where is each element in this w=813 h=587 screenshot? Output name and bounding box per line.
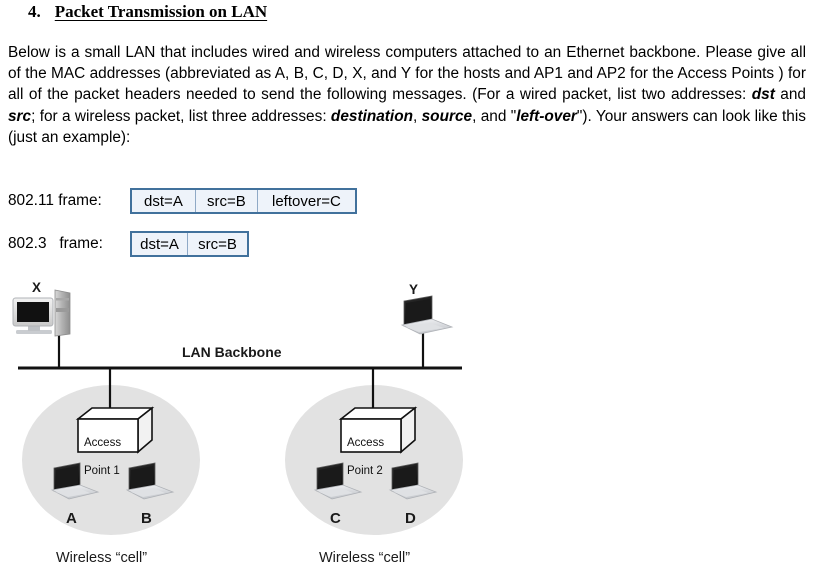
example-frame-8023: 802.3 frame: dst=A src=B: [8, 231, 249, 257]
access-point-2-line-1: Access: [347, 437, 385, 449]
host-x-desktop-icon: [12, 289, 71, 337]
intro-text-part-4: ,: [413, 107, 422, 125]
access-point-1-line-1: Access: [84, 437, 122, 449]
frame-80211-label: 802.11 frame:: [8, 192, 102, 209]
access-point-2-line-2: Point 2: [347, 465, 383, 477]
host-y-laptop-icon: [400, 295, 454, 335]
access-point-2-label: Access Point 2: [347, 422, 384, 492]
wireless-cell-2-caption: Wireless “cell”: [319, 550, 411, 566]
intro-bold-source: source: [421, 107, 473, 125]
intro-text-part-3: ; for a wireless packet, list three addr…: [31, 107, 331, 125]
network-diagram: X Y LAN Backbone Access Point 1 Access P…: [0, 272, 813, 587]
page-heading: 4. Packet Transmission on LAN: [28, 2, 267, 22]
page-title: Packet Transmission on LAN: [54, 2, 268, 21]
frame-80211-field-src: src=B: [196, 190, 258, 212]
station-c-label: C: [330, 510, 341, 527]
frame-8023-field-dst: dst=A: [132, 233, 189, 255]
intro-paragraph: Below is a small LAN that includes wired…: [8, 42, 806, 148]
access-point-1-label: Access Point 1: [84, 422, 121, 492]
access-point-2-icon: [338, 406, 418, 454]
intro-bold-destination: destination: [330, 107, 414, 125]
intro-bold-leftover: left-over: [516, 107, 577, 125]
station-c-laptop-icon: [313, 462, 363, 500]
station-b-laptop-icon: [125, 462, 175, 500]
wireless-cell-1-caption: Wireless “cell”: [56, 550, 148, 566]
heading-number: 4.: [28, 2, 41, 21]
host-y-label: Y: [409, 282, 419, 297]
intro-bold-dst: dst: [751, 86, 775, 104]
intro-text-part-1: Below is a small LAN that includes wired…: [8, 44, 806, 104]
intro-text-part-2: and: [774, 86, 806, 104]
frame-80211-field-dst: dst=A: [132, 190, 196, 212]
frame-8023-field-src: src=B: [198, 235, 237, 253]
frame-8023-box: dst=A src=B: [130, 231, 249, 257]
intro-text-part-6: "). Your answers can look like this (jus…: [8, 107, 806, 146]
frame-80211-box: dst=A src=B leftover=C: [130, 188, 357, 214]
network-diagram-svg: [12, 289, 463, 535]
station-b-label: B: [141, 510, 152, 527]
frame-8023-label: 802.3 frame:: [8, 235, 103, 252]
access-point-1-icon: [75, 406, 155, 454]
example-frame-80211: 802.11 frame: dst=A src=B leftover=C: [8, 188, 357, 214]
access-point-1-line-2: Point 1: [84, 465, 120, 477]
station-a-laptop-icon: [50, 462, 100, 500]
intro-text-part-5: , and ": [472, 107, 517, 125]
intro-bold-src: src: [8, 107, 32, 125]
station-a-label: A: [66, 510, 77, 527]
lan-backbone-label: LAN Backbone: [182, 344, 282, 360]
station-d-laptop-icon: [388, 462, 438, 500]
host-x-label: X: [32, 280, 42, 295]
station-d-label: D: [405, 510, 416, 527]
frame-80211-field-leftover: leftover=C: [272, 192, 341, 210]
